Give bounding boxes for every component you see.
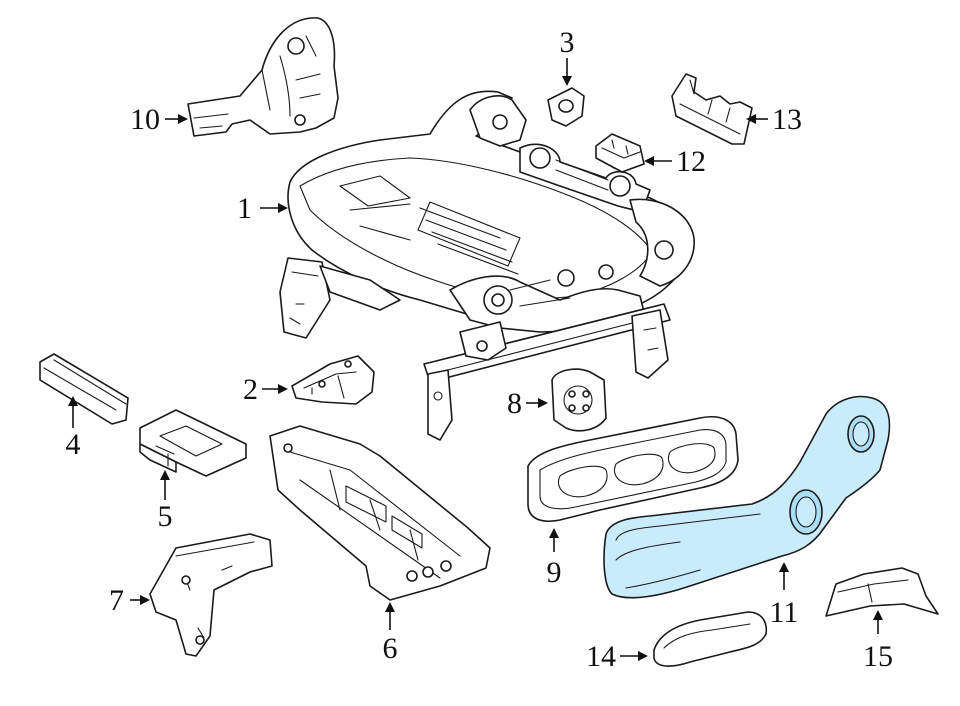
part-6-lower-carriage[interactable]: [269, 425, 491, 601]
part-9-side-shield[interactable]: [527, 416, 739, 522]
part-2-bracket[interactable]: [291, 355, 375, 405]
callout-10: 10: [130, 103, 160, 136]
callout-11: 11: [770, 596, 799, 629]
part-12-clip[interactable]: [595, 133, 645, 173]
part-4-rail-channel[interactable]: [39, 353, 129, 425]
part-14-small-cover[interactable]: [653, 611, 768, 667]
part-11-outer-trim-highlighted[interactable]: [603, 395, 891, 599]
callout-13: 13: [772, 103, 802, 136]
part-5-latch-housing[interactable]: [139, 409, 247, 477]
callout-labels: 1 2 3 4 5 6 7 8 9 10 11 12 13 14 15: [66, 26, 894, 673]
part-7-side-bracket[interactable]: [149, 533, 273, 657]
callout-3: 3: [560, 26, 575, 59]
callout-8: 8: [507, 387, 522, 420]
callout-15: 15: [863, 640, 893, 673]
callout-6: 6: [383, 632, 398, 665]
callout-9: 9: [547, 556, 562, 589]
callout-1: 1: [237, 192, 252, 225]
callout-5: 5: [158, 500, 173, 533]
part-3-washer[interactable]: [547, 87, 585, 127]
callout-7: 7: [109, 584, 124, 617]
part-15-end-cap[interactable]: [825, 567, 939, 617]
leader-lines: [68, 58, 883, 661]
callout-2: 2: [243, 373, 258, 406]
part-8-switch[interactable]: [551, 368, 607, 432]
part-1-seat-frame[interactable]: [279, 90, 695, 441]
part-10-recliner-cover[interactable]: [187, 17, 339, 137]
part-13-handle-bracket[interactable]: [671, 73, 753, 145]
callout-12: 12: [676, 145, 706, 178]
callout-14: 14: [586, 640, 616, 673]
callout-4: 4: [66, 428, 81, 461]
